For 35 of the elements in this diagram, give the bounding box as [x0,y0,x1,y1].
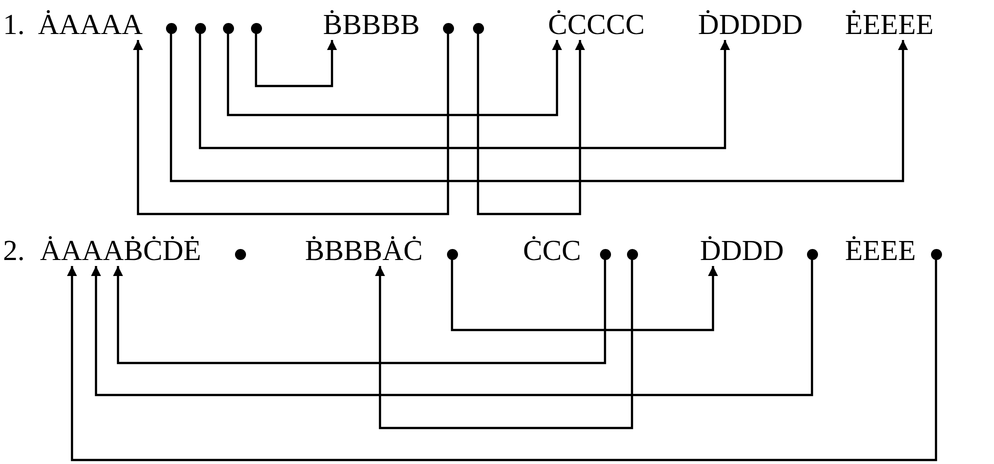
arrow [113,260,606,364]
arrow [254,34,337,88]
dot-marker [806,248,818,260]
arrow [375,260,634,430]
word-label: ĊCCCC [548,6,645,40]
word-label: ḂBBBB [323,6,420,40]
arrow [198,34,730,150]
dot-marker [626,248,638,260]
arrow [67,260,938,462]
dot-marker [250,22,262,34]
arrow [476,34,585,216]
word-label: ĖEEE [845,232,916,266]
word-label: ĖEEEE [845,6,934,40]
word-label: ȦAAAḂĊḊĖ [40,232,202,266]
arrow [226,34,562,116]
word-label: ȦAAAA [38,6,143,40]
dot-marker [472,22,484,34]
row-number: 2. [3,234,25,266]
dot-marker [194,22,206,34]
row-number: 1. [3,8,25,40]
arrow [91,260,814,396]
dot-marker [930,248,942,260]
word-label: ḊDDDD [698,6,803,40]
dot-marker [442,22,454,34]
arrow [170,34,908,182]
word-label: ḊDDD [700,232,784,266]
arrow [450,260,718,332]
word-label: ḂBBBȦĊ [305,232,423,266]
dot-marker [222,22,234,34]
word-label: ĊCC [523,232,582,266]
dot-marker [446,248,458,260]
dot-marker [600,248,610,260]
dot-marker [166,22,176,34]
dot-marker [234,248,246,260]
arrow [133,34,450,216]
